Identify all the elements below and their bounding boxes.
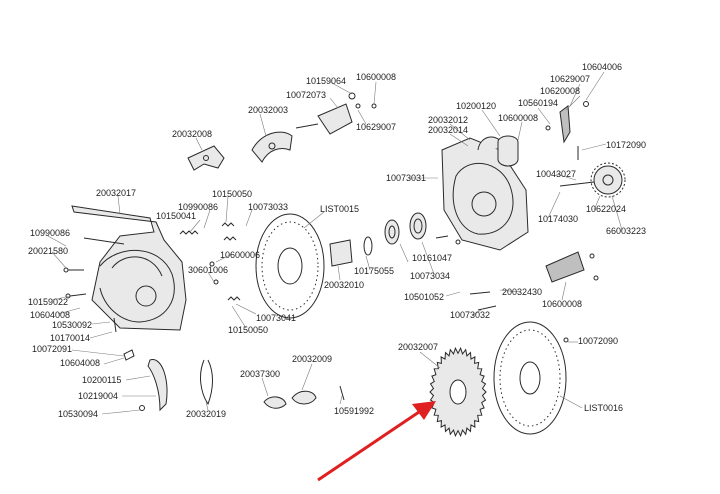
label-10159064: 10159064 bbox=[306, 76, 346, 86]
label-20021580: 20021580 bbox=[28, 246, 68, 256]
label-10200115: 10200115 bbox=[82, 375, 121, 385]
label-20032007: 20032007 bbox=[398, 342, 438, 352]
label-30601006: 30601006 bbox=[188, 265, 228, 275]
leader-lines bbox=[47, 71, 623, 415]
label-10622024: 10622024 bbox=[586, 204, 626, 214]
label-10990086-b: 10990086 bbox=[30, 228, 70, 238]
clips-20037300 bbox=[263, 385, 345, 409]
label-10600008-mid: 10600008 bbox=[498, 113, 538, 123]
label-10072091: 10072091 bbox=[32, 344, 72, 354]
bracket-20032008 bbox=[187, 145, 225, 171]
wire-20032019 bbox=[200, 359, 213, 406]
label-10600008-low: 10600008 bbox=[542, 299, 582, 309]
mount-plate-top bbox=[295, 92, 377, 135]
label-10990086-a: 10990086 bbox=[178, 202, 218, 212]
label-20032019: 20032019 bbox=[186, 409, 226, 419]
sprocket-hub bbox=[449, 379, 467, 405]
bolts-lower-center bbox=[455, 239, 497, 311]
label-10172090: 10172090 bbox=[606, 140, 646, 150]
label-10043027: 10043027 bbox=[536, 169, 576, 179]
label-10501052: 10501052 bbox=[404, 292, 444, 302]
label-10530094: 10530094 bbox=[58, 409, 98, 419]
label-10620008: 10620008 bbox=[540, 86, 580, 96]
label-20032014: 20032014 bbox=[428, 125, 468, 135]
label-10530092: 10530092 bbox=[52, 320, 92, 330]
springs-and-pins bbox=[179, 222, 241, 301]
label-10174030: 10174030 bbox=[538, 214, 578, 224]
label-10604008-a: 10604008 bbox=[30, 310, 70, 320]
label-10629007-top: 10629007 bbox=[356, 122, 396, 132]
label-10560194: 10560194 bbox=[518, 98, 558, 108]
shaft-parts bbox=[329, 212, 449, 267]
label-10159022: 10159022 bbox=[28, 297, 68, 307]
label-20032012: 20032012 bbox=[428, 115, 468, 125]
label-10600006: 10600006 bbox=[220, 250, 260, 260]
disc-list0015 bbox=[255, 213, 325, 319]
label-20032430: 20032430 bbox=[502, 287, 542, 297]
label-10073034: 10073034 bbox=[410, 271, 450, 281]
label-20032009: 20032009 bbox=[292, 354, 332, 364]
label-10073033: 10073033 bbox=[248, 202, 288, 212]
bracket-20032430 bbox=[545, 251, 599, 283]
guide-10200115 bbox=[147, 359, 168, 412]
part-labels: 10159064 10600008 10072073 20032003 1062… bbox=[28, 62, 646, 419]
label-20037300: 20037300 bbox=[240, 369, 280, 379]
label-10200120: 10200120 bbox=[456, 101, 496, 111]
label-20032017: 20032017 bbox=[96, 188, 136, 198]
label-10072073: 10072073 bbox=[286, 90, 326, 100]
label-list0016: LIST0016 bbox=[584, 403, 623, 413]
bracket-20032003 bbox=[251, 131, 293, 163]
label-20032010: 20032010 bbox=[324, 280, 364, 290]
sprocket-20032007 bbox=[429, 346, 487, 438]
label-20032008: 20032008 bbox=[172, 129, 212, 139]
label-list0015: LIST0015 bbox=[320, 204, 359, 214]
label-10161047: 10161047 bbox=[412, 253, 452, 263]
left-housing-20032017 bbox=[71, 205, 187, 331]
label-10073031: 10073031 bbox=[386, 173, 426, 183]
label-10073041: 10073041 bbox=[256, 313, 296, 323]
label-20032003: 20032003 bbox=[248, 105, 288, 115]
left-small-hardware bbox=[63, 267, 145, 411]
label-10170014: 10170014 bbox=[50, 333, 90, 343]
label-10175055: 10175055 bbox=[354, 266, 394, 276]
lever-10560194 bbox=[545, 101, 589, 160]
label-10150050-b: 10150050 bbox=[228, 325, 268, 335]
label-10600008-top: 10600008 bbox=[356, 72, 396, 82]
motor-cylinder-10200120 bbox=[497, 135, 519, 167]
label-10150050-a: 10150050 bbox=[212, 189, 252, 199]
label-10591992: 10591992 bbox=[334, 406, 374, 416]
label-10072090: 10072090 bbox=[578, 336, 618, 346]
label-10604008-b: 10604008 bbox=[60, 358, 100, 368]
disc-list0016 bbox=[493, 321, 569, 435]
label-10604006: 10604006 bbox=[582, 62, 622, 72]
label-10629007-right: 10629007 bbox=[550, 74, 590, 84]
red-arrow bbox=[317, 401, 436, 482]
label-10219004: 10219004 bbox=[78, 391, 118, 401]
label-10150041: 10150041 bbox=[156, 211, 196, 221]
sprocket-66003223 bbox=[559, 162, 626, 198]
label-66003223: 66003223 bbox=[606, 226, 646, 236]
label-10073032: 10073032 bbox=[450, 310, 490, 320]
